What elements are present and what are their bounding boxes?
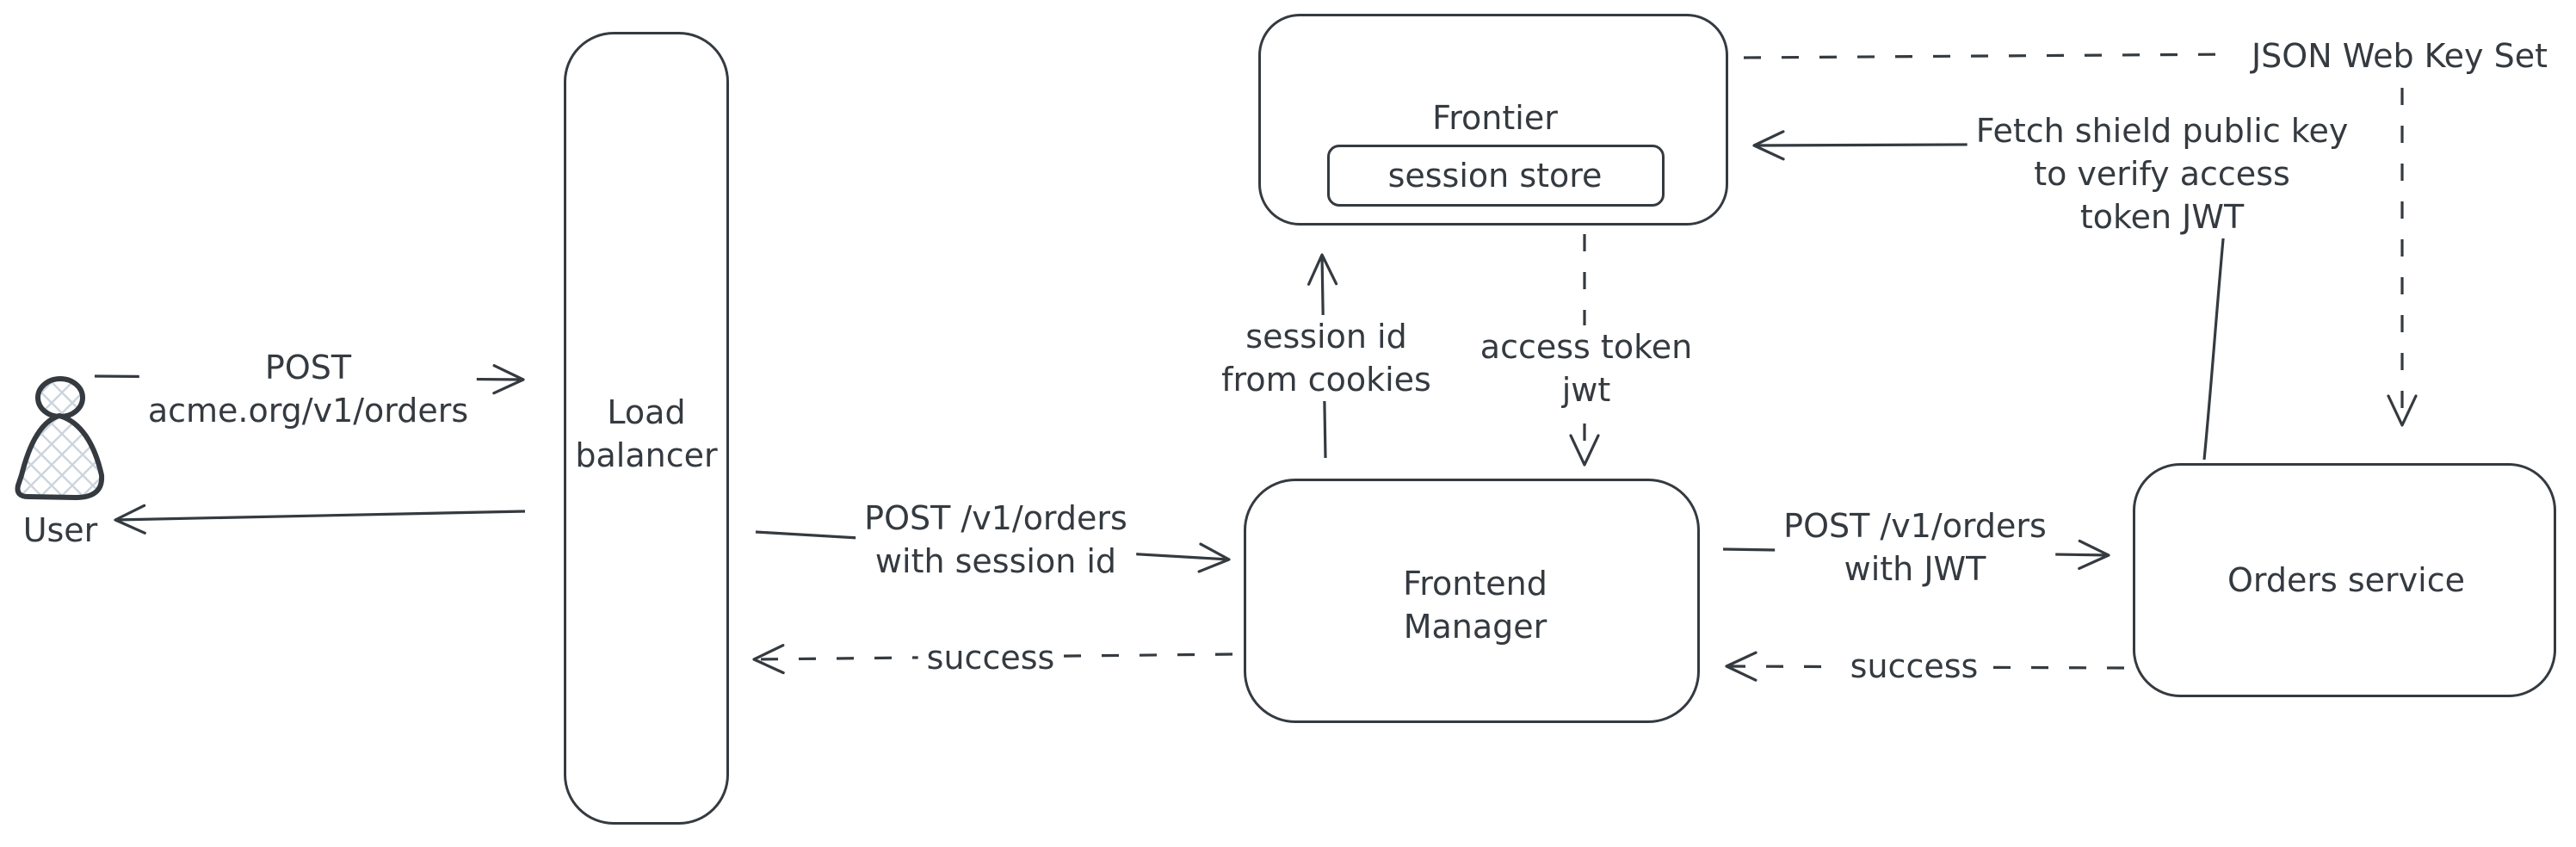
edge-label-line: from cookies [1221,361,1431,399]
edge-label-post-acme-orders: POST acme.org/v1/orders [139,346,478,432]
edge-label-success-left: success [917,636,1064,679]
edge-label-line: Fetch shield public key [1975,112,2349,150]
edge-label-json-web-key-set: JSON Web Key Set [2242,34,2557,77]
edge-label-line: token JWT [2079,198,2245,236]
edge-load-balancer-to-user [114,504,526,535]
load-balancer-label-line1: Load [607,393,686,431]
node-load-balancer [564,32,729,825]
edge-label-session-id-from-cookies: session id from cookies [1213,315,1440,401]
load-balancer-label-line2: balancer [575,436,718,474]
edge-label-line: jwt [1561,371,1611,409]
edge-label-access-token-jwt: access token jwt [1471,325,1702,411]
edge-label-line: session id [1245,318,1407,355]
edge-label-line: POST [264,349,352,386]
edge-label-line: acme.org/v1/orders [147,392,469,430]
load-balancer-label: Load balancer [575,391,717,477]
edge-label-post-orders-jwt: POST /v1/orders with JWT [1775,504,2055,590]
edge-label-line: to verify access [2034,155,2290,193]
user-label: User [22,511,98,549]
user-actor-icon [15,376,105,500]
edge-label-line: POST /v1/orders [1783,507,2047,545]
edge-label-line: with session id [874,542,1117,580]
edge-label-success-right: success [1841,645,1987,688]
session-store-label: session store [1387,157,1603,195]
orders-service-label: Orders service [2227,561,2465,599]
node-session-store [1327,145,1665,207]
frontier-label: Frontier [1432,99,1558,137]
node-orders-service [2133,463,2556,697]
edge-frontier-jwks-horizontal [1743,53,2237,59]
node-frontend-manager [1244,479,1700,723]
frontend-manager-label-line1: Frontend [1403,565,1547,603]
edge-label-line: access token [1480,328,1693,366]
edge-label-line: with JWT [1844,550,1986,588]
edge-label-line: POST /v1/orders [864,499,1127,537]
edge-label-post-orders-session-id: POST /v1/orders with session id [856,497,1136,583]
frontend-manager-label-line2: Manager [1403,608,1547,646]
frontend-manager-label: Frontend Manager [1403,562,1547,648]
edge-label-fetch-shield-public-key: Fetch shield public key to verify access… [1967,109,2357,238]
